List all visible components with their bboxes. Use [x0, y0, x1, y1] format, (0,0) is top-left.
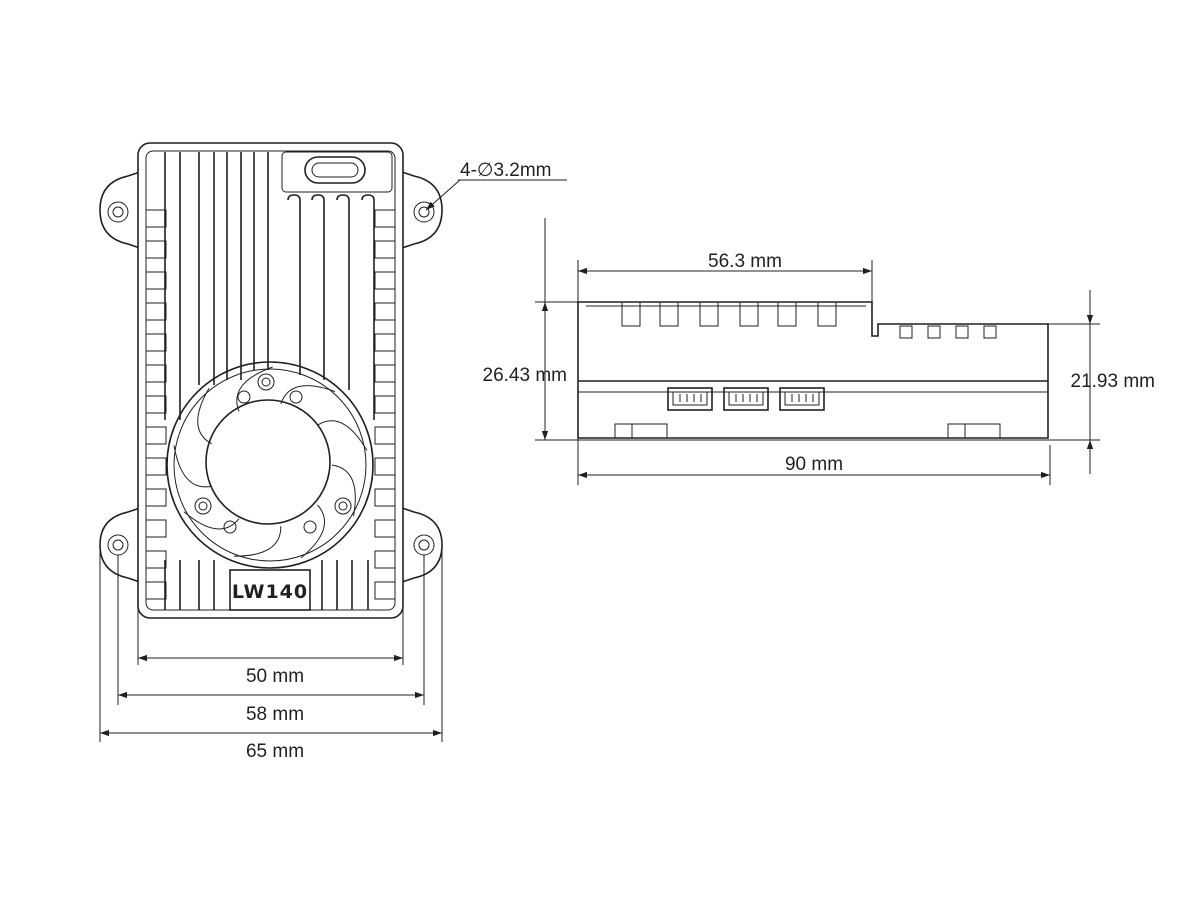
fan-blade [197, 388, 212, 445]
side-fin [374, 426, 396, 445]
connector-body [667, 387, 713, 411]
side-view: 56.3 mm 90 mm 26.43 mm 21.93 mm [483, 218, 1155, 485]
connector-socket [672, 391, 708, 406]
connector-socket [728, 391, 764, 406]
fan-blade [173, 445, 212, 488]
side-fin [145, 550, 167, 569]
dim-65-label: 65 mm [246, 741, 304, 762]
cooling-fan [166, 361, 374, 569]
fin-block-small [955, 325, 969, 339]
fan-blades [173, 366, 368, 559]
side-fin [374, 364, 396, 383]
dim-21-93-label: 21.93 mm [1071, 371, 1155, 392]
side-fin [374, 240, 396, 259]
side-fin [145, 457, 167, 476]
usb-c-port [281, 151, 393, 193]
fin-block [621, 301, 641, 327]
side-cooling-fins [145, 209, 396, 600]
fin-block-small [983, 325, 997, 339]
fan-blade [234, 526, 282, 557]
side-fin [374, 581, 396, 600]
fin-block [817, 301, 837, 327]
side-fin [374, 209, 396, 228]
dimension-50mm: 50 mm [138, 654, 403, 687]
low-fin-blocks [899, 325, 997, 339]
fan-blade [300, 504, 326, 559]
dimension-56-3mm: 56.3 mm [578, 251, 872, 275]
top-view-extension-lines [99, 545, 443, 742]
side-fin [374, 519, 396, 538]
side-fin [145, 364, 167, 383]
module-housing [137, 142, 404, 619]
hole-callout: 4-∅3.2mm [425, 160, 567, 211]
side-fin [145, 333, 167, 352]
dimension-21-93mm: 21.93 mm [1071, 290, 1155, 474]
fin-block-small [927, 325, 941, 339]
side-fin [145, 302, 167, 321]
fin-block [659, 301, 679, 327]
side-fin [145, 426, 167, 445]
model-plate [229, 569, 311, 611]
dim-56-3-label: 56.3 mm [708, 251, 782, 272]
side-fin [145, 271, 167, 290]
fan-blade [331, 464, 356, 517]
fin-block-small [899, 325, 913, 339]
model-label: LW140 [232, 581, 308, 603]
side-fin [145, 395, 167, 414]
mounting-holes [107, 201, 435, 556]
top-fin-blocks [621, 301, 837, 327]
side-fin [374, 488, 396, 507]
fin-block [777, 301, 797, 327]
side-fin [374, 302, 396, 321]
dim-26-43-label: 26.43 mm [483, 365, 567, 386]
hole-callout-text: 4-∅3.2mm [460, 160, 552, 181]
side-fin [374, 395, 396, 414]
fin-block [739, 301, 759, 327]
fan-blade [280, 385, 336, 405]
mounting-feet [614, 423, 1001, 439]
jst-connectors [667, 387, 825, 411]
connector-body [779, 387, 825, 411]
side-fin [374, 457, 396, 476]
fan-blade [236, 366, 273, 412]
vertical-fins [164, 152, 375, 610]
side-view-extension-lines [535, 260, 1100, 485]
dimension-65mm: 65 mm [100, 729, 442, 762]
fan-blade [317, 420, 368, 451]
side-fin [374, 271, 396, 290]
side-housing [577, 301, 1049, 439]
connector-socket [784, 391, 820, 406]
side-fin [145, 488, 167, 507]
top-view: LW140 4-∅3.2mm 50 mm 58 mm 65 mm [99, 142, 567, 762]
fan-blade [183, 511, 240, 530]
dimension-58mm: 58 mm [118, 691, 424, 725]
connector-body [723, 387, 769, 411]
dim-58-label: 58 mm [246, 704, 304, 725]
side-fin [145, 240, 167, 259]
fin-block [699, 301, 719, 327]
mounting-ears [99, 170, 443, 584]
dim-90-label: 90 mm [785, 454, 843, 475]
side-fin [145, 519, 167, 538]
dim-50-label: 50 mm [246, 666, 304, 687]
side-fin [145, 209, 167, 228]
side-fin [374, 550, 396, 569]
dimension-90mm: 90 mm [578, 454, 1050, 479]
side-fin [374, 333, 396, 352]
dimension-26-43mm: 26.43 mm [483, 218, 567, 440]
side-fin [145, 581, 167, 600]
